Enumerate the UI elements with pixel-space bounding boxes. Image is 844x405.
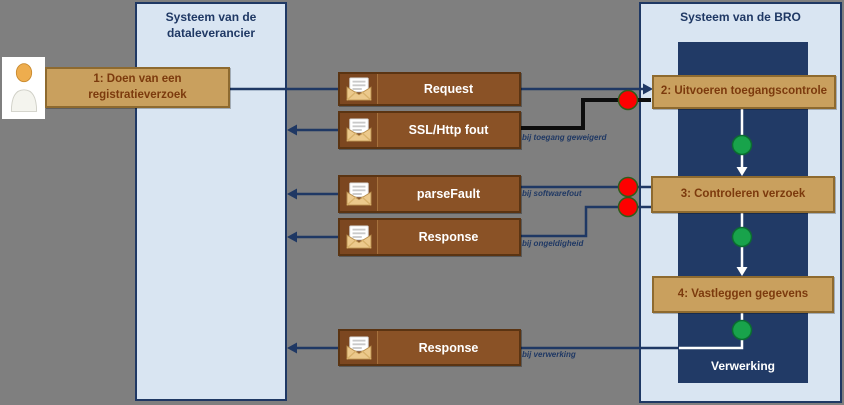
envelope-icon: [340, 220, 378, 254]
message-ssl-label: SSL/Http fout: [408, 123, 489, 137]
message-parsefault: parseFault: [338, 175, 521, 213]
step-3-controleren-verzoek: 3: Controleren verzoek: [651, 176, 835, 213]
step-2-toegangscontrole: 2: Uitvoeren toegangscontrole: [652, 75, 836, 109]
actor-card: [2, 57, 45, 119]
person-icon: [10, 63, 37, 112]
ssl-error-path: [521, 98, 651, 130]
response1-arrowhead-icon: [287, 231, 297, 243]
verwerking-label: Verwerking: [710, 359, 776, 373]
error-dot-ongeldig: [617, 196, 639, 218]
panel-dataleverancier-title: Systeem van de dataleverancier: [165, 10, 257, 40]
error-dot-toegang: [617, 89, 639, 111]
envelope-icon: [340, 177, 378, 211]
message-request-label: Request: [423, 82, 474, 96]
message-response1-label: Response: [418, 230, 479, 244]
error-dot-software: [617, 176, 639, 198]
panel-dataleverancier: Systeem van de dataleverancier: [135, 2, 287, 401]
step-1-registratieverzoek: 1: Doen van een registratieverzoek: [45, 67, 230, 108]
message-request: Request: [338, 72, 521, 106]
condition-verwerking: bij verwerking: [522, 350, 576, 359]
response2-arrowhead-icon: [287, 342, 297, 354]
ssl-arrowhead-icon: [287, 124, 297, 136]
message-response2-label: Response: [418, 340, 479, 355]
condition-softwarefout: bij softwarefout: [522, 189, 582, 198]
step-4-vastleggen-gegevens: 4: Vastleggen gegevens: [652, 276, 834, 313]
message-ssl-http-fout: SSL/Http fout: [338, 111, 521, 149]
message-response-ongeldigheid: Response: [338, 218, 521, 256]
condition-ongeldigheid: bij ongeldigheid: [522, 239, 584, 248]
response1-line: [521, 205, 651, 238]
envelope-icon: [340, 331, 378, 364]
envelope-icon: [340, 74, 378, 104]
message-parsefault-label: parseFault: [416, 187, 481, 201]
parsefault-arrowhead-icon: [287, 188, 297, 200]
message-response-verwerking: Response: [338, 329, 521, 366]
panel-bro-title: Systeem van de BRO: [680, 10, 801, 24]
envelope-icon: [340, 113, 378, 147]
condition-toegang-geweigerd: bij toegang geweigerd: [522, 133, 607, 142]
